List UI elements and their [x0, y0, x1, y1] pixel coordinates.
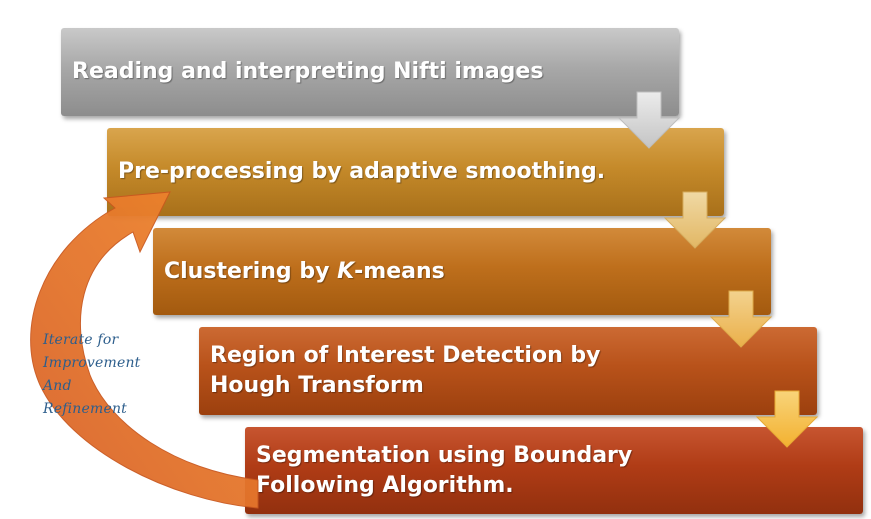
step-preprocessing: Pre-processing by adaptive smoothing. — [107, 128, 724, 216]
step-label: Reading and interpreting Nifti images — [72, 59, 544, 84]
step-roi-detection: Region of Interest Detection by Hough Tr… — [199, 327, 817, 415]
step-label-prefix: Clustering by — [164, 258, 338, 284]
step-label-k: K — [337, 258, 355, 284]
step-label: Segmentation using Boundary Following Al… — [256, 442, 633, 498]
step-segmentation: Segmentation using Boundary Following Al… — [245, 427, 863, 514]
curved-return-arrow-icon — [30, 191, 259, 509]
step-reading-nifti: Reading and interpreting Nifti images — [61, 28, 679, 116]
chevron-down-arrow-icon — [709, 290, 773, 348]
loop-label-line: Improvement — [43, 355, 141, 371]
step-label: Clustering by K-means — [164, 257, 445, 287]
chevron-down-arrow-icon — [617, 91, 681, 149]
chevron-down-arrow-icon — [663, 191, 727, 249]
step-clustering: Clustering by K-means — [153, 228, 771, 315]
loop-label-line: And — [43, 378, 72, 394]
loop-label-line: Refinement — [43, 401, 127, 417]
chevron-down-arrow-icon — [755, 390, 819, 448]
step-label: Region of Interest Detection by Hough Tr… — [210, 343, 601, 398]
step-label-suffix: -means — [354, 258, 445, 284]
loop-label-line: Iterate for — [43, 332, 119, 348]
loop-label: Iterate for Improvement And Refinement — [43, 329, 173, 421]
step-label: Pre-processing by adaptive smoothing. — [118, 159, 606, 184]
